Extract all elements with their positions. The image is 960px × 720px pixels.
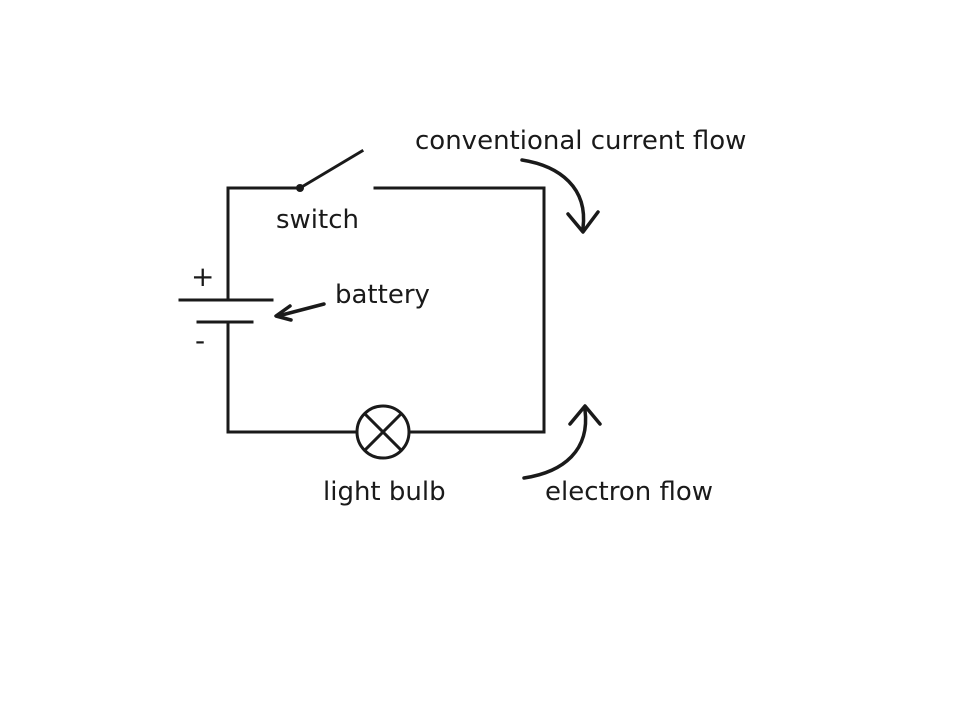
electron-flow-label: electron flow bbox=[545, 477, 713, 507]
wire-top-right bbox=[373, 186, 546, 434]
battery-pointer-arrow bbox=[274, 302, 326, 322]
battery-symbol bbox=[178, 298, 274, 324]
wire-bottom-left bbox=[226, 322, 358, 434]
wire-top-left bbox=[226, 186, 302, 300]
switch-symbol bbox=[296, 148, 365, 192]
switch-label: switch bbox=[276, 205, 359, 235]
conventional-current-arrow bbox=[520, 158, 600, 234]
light-bulb-label: light bulb bbox=[323, 477, 446, 507]
bulb-cross-b bbox=[362, 411, 404, 453]
electron-flow-arrow bbox=[522, 404, 602, 480]
circuit-wires bbox=[226, 186, 546, 434]
switch-lever bbox=[297, 148, 365, 191]
battery-plus-sign: + bbox=[191, 260, 214, 293]
battery-minus-sign: - bbox=[195, 324, 205, 357]
conventional-current-label: conventional current flow bbox=[415, 126, 746, 156]
battery-label: battery bbox=[335, 280, 430, 310]
light-bulb-symbol bbox=[355, 404, 411, 460]
